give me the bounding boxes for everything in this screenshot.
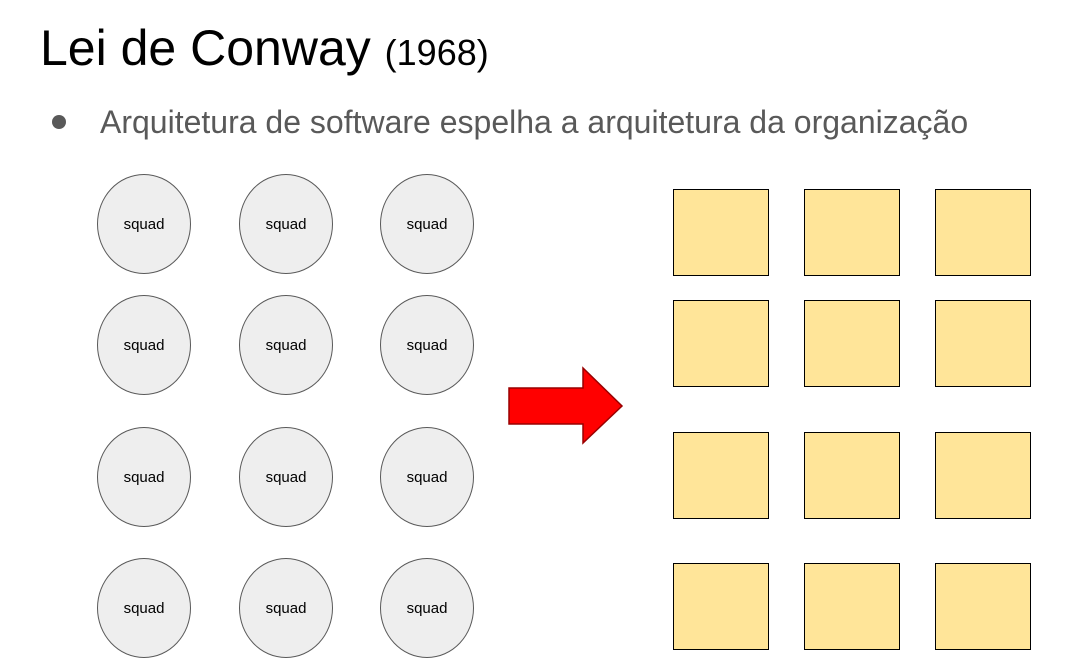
squad-circle: squad [97, 427, 191, 527]
title-text: Lei de Conway [40, 20, 371, 76]
software-module-box [935, 432, 1031, 519]
squad-label: squad [406, 599, 448, 617]
bullet-item: Arquitetura de software espelha a arquit… [52, 100, 968, 144]
squad-circle: squad [239, 427, 333, 527]
software-module-box [673, 300, 769, 387]
bullet-icon [52, 115, 66, 129]
software-module-box [935, 300, 1031, 387]
squad-circle: squad [97, 174, 191, 274]
software-module-box [673, 563, 769, 650]
squad-circle: squad [239, 295, 333, 395]
title-year: (1968) [384, 32, 489, 73]
squad-label: squad [265, 215, 307, 233]
software-module-box [673, 432, 769, 519]
squad-label: squad [123, 599, 165, 617]
software-module-box [804, 432, 900, 519]
right-arrow-icon [508, 366, 624, 445]
software-module-box [935, 189, 1031, 276]
software-module-box [935, 563, 1031, 650]
bullet-text: Arquitetura de software espelha a arquit… [100, 103, 969, 140]
squad-circle: squad [380, 295, 474, 395]
squad-label: squad [123, 336, 165, 354]
squad-label: squad [406, 468, 448, 486]
squad-label: squad [123, 215, 165, 233]
software-module-box [804, 563, 900, 650]
squad-circle: squad [380, 427, 474, 527]
squad-circle: squad [239, 174, 333, 274]
squad-circle: squad [97, 295, 191, 395]
squad-label: squad [265, 468, 307, 486]
squad-circle: squad [97, 558, 191, 658]
software-module-box [804, 189, 900, 276]
slide-title: Lei de Conway (1968) [40, 18, 489, 83]
squad-label: squad [123, 468, 165, 486]
squad-circle: squad [380, 558, 474, 658]
squad-label: squad [265, 599, 307, 617]
squad-label: squad [406, 215, 448, 233]
squad-label: squad [265, 336, 307, 354]
software-module-box [804, 300, 900, 387]
squad-circle: squad [239, 558, 333, 658]
squad-label: squad [406, 336, 448, 354]
squad-circle: squad [380, 174, 474, 274]
software-module-box [673, 189, 769, 276]
